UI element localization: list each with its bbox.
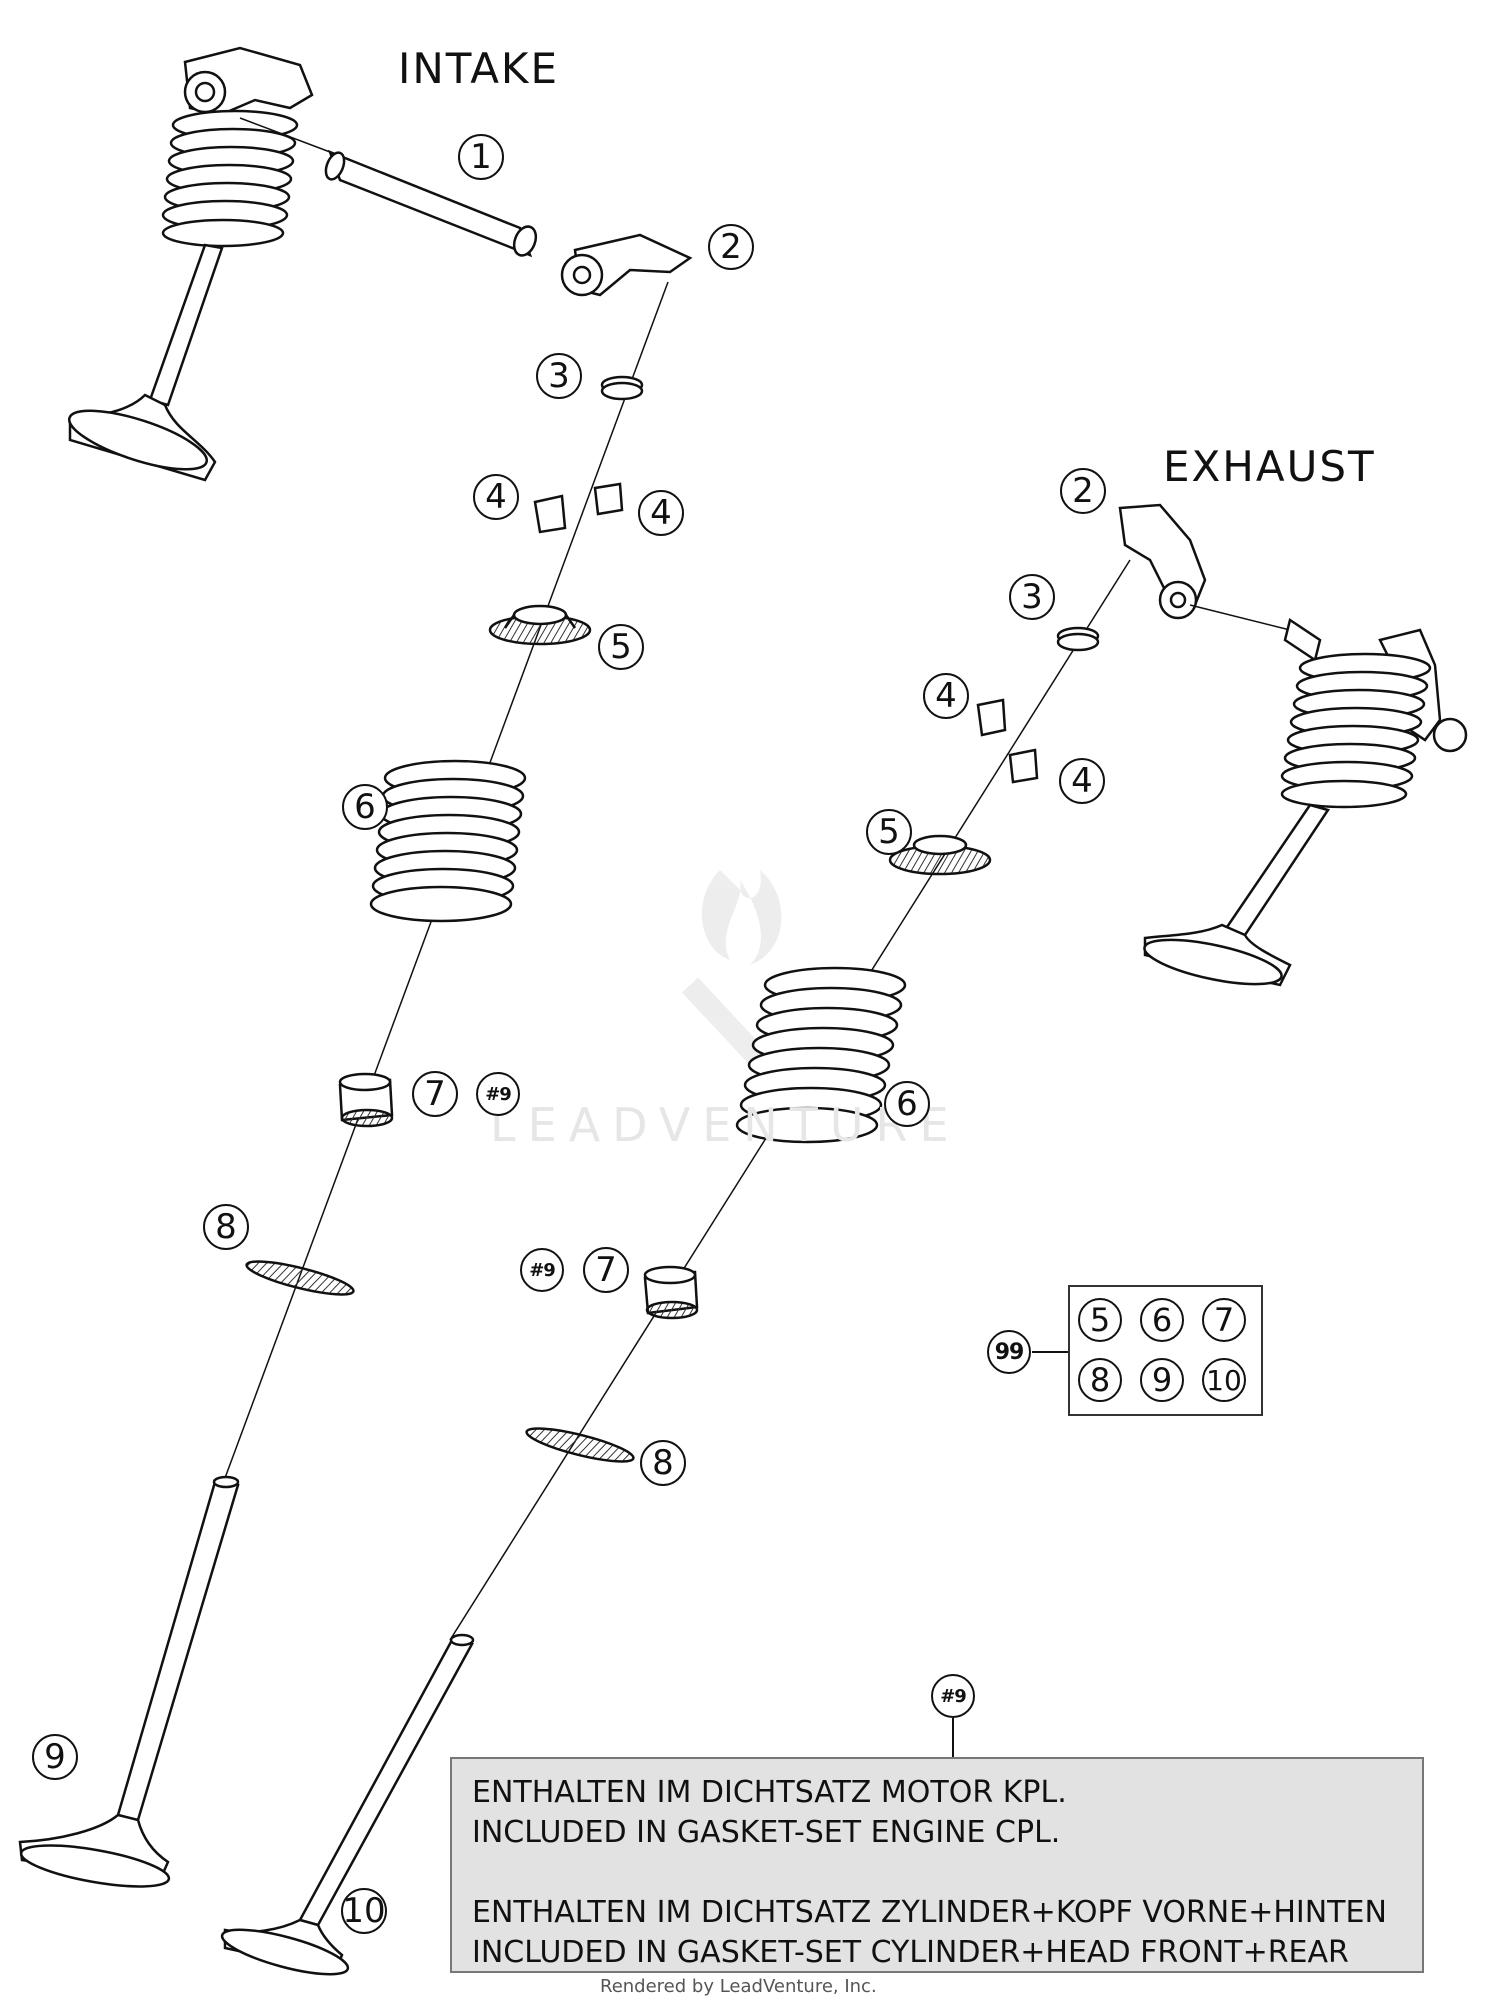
note-line-4: ENTHALTEN IM DICHTSATZ ZYLINDER+KOPF VOR… — [472, 1895, 1387, 1930]
exhaust-title: EXHAUST — [1163, 442, 1376, 491]
callout-exhaust-2[interactable]: 2 — [1060, 468, 1106, 514]
exhaust-rocker-arm — [1118, 503, 1291, 631]
note-spacer — [472, 1853, 1402, 1893]
callout-intake-8[interactable]: 8 — [203, 1204, 249, 1250]
note-line-1: ENTHALTEN IM DICHTSATZ MOTOR KPL. — [472, 1775, 1067, 1810]
footer-credit: Rendered by LeadVenture, Inc. — [600, 1976, 877, 1997]
callout-intake-9[interactable]: 9 — [32, 1734, 78, 1780]
callout-exhaust-6[interactable]: 6 — [884, 1081, 930, 1127]
exhaust-assembled-valve — [1143, 617, 1468, 987]
kit-item-7[interactable]: 7 — [1202, 1298, 1246, 1342]
kit-item-6[interactable]: 6 — [1140, 1298, 1184, 1342]
exhaust-valve — [220, 1633, 475, 1976]
intake-valve-keepers — [533, 482, 624, 534]
callout-exhaust-5[interactable]: 5 — [866, 809, 912, 855]
callout-kit-99[interactable]: 99 — [987, 1330, 1031, 1374]
callout-exhaust-4a[interactable]: 4 — [923, 673, 969, 719]
kit-item-5[interactable]: 5 — [1078, 1298, 1122, 1342]
intake-valve-retainer — [488, 604, 592, 646]
callout-note-ref[interactable]: #9 — [931, 1674, 975, 1718]
watermark-text: LEADVENTURE — [490, 1098, 961, 1152]
callout-intake-6[interactable]: 6 — [342, 784, 388, 830]
exhaust-valve-retainer — [888, 834, 992, 876]
intake-rocker-arm — [560, 233, 693, 297]
callout-intake-10[interactable]: 10 — [341, 1888, 387, 1934]
exhaust-valve-spring — [735, 966, 907, 1144]
intake-shim — [600, 375, 644, 401]
kit-item-9[interactable]: 9 — [1140, 1358, 1184, 1402]
gasket-set-note: ENTHALTEN IM DICHTSATZ MOTOR KPL. INCLUD… — [450, 1757, 1424, 1973]
callout-exhaust-4b[interactable]: 4 — [1059, 758, 1105, 804]
exhaust-spring-seat — [525, 1427, 635, 1463]
exhaust-valve-keepers — [976, 698, 1039, 784]
callout-exhaust-7[interactable]: 7 — [583, 1247, 629, 1293]
intake-valve — [18, 1475, 240, 1888]
exhaust-shim — [1056, 626, 1100, 652]
kit-item-10[interactable]: 10 — [1202, 1358, 1246, 1402]
kit-contents-box: 5 6 7 8 9 10 — [1068, 1285, 1263, 1416]
callout-intake-3[interactable]: 3 — [536, 353, 582, 399]
callout-intake-2[interactable]: 2 — [708, 224, 754, 270]
intake-spring-seat — [245, 1260, 355, 1296]
intake-rocker-shaft — [239, 117, 538, 258]
exhaust-valve-stem-seal — [643, 1265, 699, 1320]
callout-intake-7-ref[interactable]: #9 — [476, 1072, 520, 1116]
callout-intake-5[interactable]: 5 — [598, 624, 644, 670]
intake-valve-spring — [369, 759, 527, 923]
callout-exhaust-7-ref[interactable]: #9 — [520, 1248, 564, 1292]
callout-exhaust-3[interactable]: 3 — [1009, 574, 1055, 620]
intake-assembled-valve — [67, 46, 314, 482]
callout-intake-7[interactable]: 7 — [412, 1071, 458, 1117]
intake-title: INTAKE — [398, 44, 560, 93]
note-line-2: INCLUDED IN GASKET-SET ENGINE CPL. — [472, 1815, 1061, 1850]
intake-valve-stem-seal — [338, 1072, 394, 1128]
note-line-5: INCLUDED IN GASKET-SET CYLINDER+HEAD FRO… — [472, 1935, 1349, 1970]
callout-intake-4b[interactable]: 4 — [638, 490, 684, 536]
callout-exhaust-8[interactable]: 8 — [640, 1440, 686, 1486]
kit-item-8[interactable]: 8 — [1078, 1358, 1122, 1402]
callout-intake-1[interactable]: 1 — [458, 134, 504, 180]
callout-intake-4a[interactable]: 4 — [473, 474, 519, 520]
